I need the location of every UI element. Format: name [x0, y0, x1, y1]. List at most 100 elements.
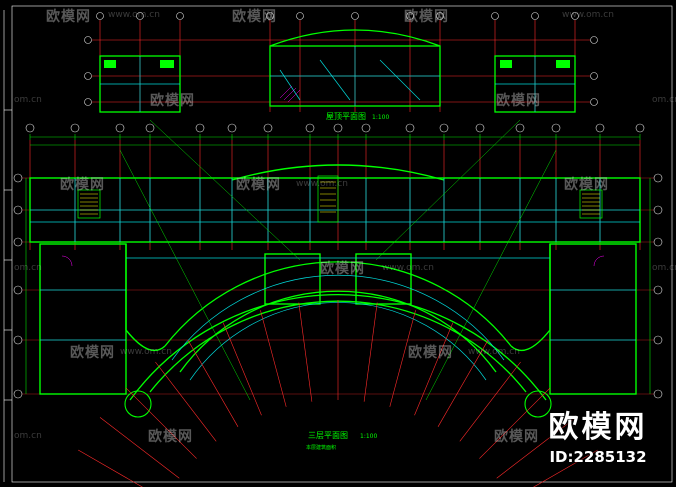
radial-axis-line — [99, 417, 180, 479]
axis-bubble — [361, 123, 371, 133]
axis-bubble — [653, 237, 663, 247]
watermark-logo: 欧模网 — [320, 261, 365, 277]
axis-bubble — [296, 12, 304, 20]
axis-bubble — [590, 36, 598, 44]
watermark-logo: 欧模网 — [46, 9, 91, 25]
roof-plan — [99, 29, 576, 113]
floor-plan-scale: 1:100 — [360, 433, 377, 440]
watermark-logo: 欧模网 — [150, 93, 195, 109]
axis-bubble — [531, 12, 539, 20]
roof-plan-title: 屋顶平面图 — [326, 112, 366, 121]
axis-bubble — [653, 205, 663, 215]
axis-bubble — [13, 237, 23, 247]
axis-bubble — [195, 123, 205, 133]
axis-bubble — [405, 123, 415, 133]
radial-axis-line — [78, 449, 143, 487]
axis-bubble — [590, 98, 598, 106]
radial-axis-line — [363, 302, 378, 402]
axis-bubble — [13, 205, 23, 215]
axis-bubble — [13, 335, 23, 345]
axis-bubble — [351, 12, 359, 20]
watermark-site: www.om.cn — [562, 10, 614, 20]
axis-bubble — [263, 123, 273, 133]
floor-plan-title: 三层平面图 — [308, 431, 348, 440]
floor-plan-note: 本层建筑面积 — [306, 444, 336, 451]
radial-axis-line — [125, 387, 197, 459]
watermark-logo: 欧模网 — [148, 429, 193, 445]
radial-axis-line — [496, 417, 577, 479]
watermark-logo: 欧模网 — [232, 9, 277, 25]
construction-line — [119, 149, 251, 401]
axis-bubble — [653, 173, 663, 183]
axis-bubble — [13, 285, 23, 295]
axis-bubble — [25, 123, 35, 133]
axis-bubble — [13, 389, 23, 399]
axis-bubble — [84, 98, 92, 106]
axis-bubble — [595, 123, 605, 133]
axis-bubble — [136, 12, 144, 20]
watermark-logo: 欧模网 — [496, 93, 541, 109]
watermark-site: om.cn — [14, 95, 42, 105]
watermark-logo: 欧模网 — [60, 177, 105, 193]
axis-bubble — [436, 12, 444, 20]
watermark-logo: 欧模网 — [408, 345, 453, 361]
radial-axis-line — [155, 361, 217, 442]
axis-bubble — [266, 12, 274, 20]
radial-axis-line — [479, 387, 551, 459]
watermark-site: www.om.cn — [296, 179, 348, 189]
axis-bubbles — [13, 12, 663, 399]
watermark-site: www.om.cn — [382, 263, 434, 273]
axis-bubble — [227, 123, 237, 133]
radial-axis-line — [459, 361, 521, 442]
watermark-site: om.cn — [652, 95, 676, 105]
axis-bubble — [551, 123, 561, 133]
axis-bubble — [406, 12, 414, 20]
watermark-site: www.om.cn — [108, 10, 160, 20]
construction-line — [375, 119, 521, 261]
axis-bubble — [571, 12, 579, 20]
watermark-site: om.cn — [652, 263, 676, 273]
axis-bubble — [333, 123, 343, 133]
radial-axis-line — [414, 322, 454, 416]
axis-bubble — [84, 72, 92, 80]
construction-line — [425, 149, 557, 401]
watermark-logo: 欧模网 — [236, 177, 281, 193]
brand-name: 欧模网 — [548, 410, 648, 445]
radial-axis-line — [533, 449, 598, 487]
axis-bubble — [491, 12, 499, 20]
radial-axis-line — [437, 340, 489, 427]
axis-bubble — [635, 123, 645, 133]
axis-bubble — [515, 123, 525, 133]
sheet-frame — [3, 5, 673, 483]
axis-bubble — [653, 389, 663, 399]
watermark-site: om.cn — [14, 431, 42, 441]
watermark-logo: 欧模网 — [494, 429, 539, 445]
construction-line — [149, 119, 301, 261]
dimension-lines — [25, 134, 651, 394]
axis-bubble — [653, 285, 663, 295]
axis-bubble — [145, 123, 155, 133]
watermark-logo: 欧模网 — [404, 9, 449, 25]
radial-axis-line — [298, 302, 313, 402]
axis-bubble — [475, 123, 485, 133]
radial-axis-lines — [78, 119, 598, 487]
roof-plan-scale: 1:100 — [372, 114, 389, 121]
radial-axis-line — [187, 340, 239, 427]
brand-stamp: 欧模网 ID:2285132 — [542, 411, 654, 467]
watermark-logo: 欧模网 — [564, 177, 609, 193]
brand-id: ID:2285132 — [549, 448, 647, 466]
axis-bubble — [70, 123, 80, 133]
axis-bubble — [115, 123, 125, 133]
axis-bubble — [96, 12, 104, 20]
radial-axis-line — [222, 322, 262, 416]
axis-bubble — [13, 173, 23, 183]
radial-axis-line — [389, 310, 416, 407]
radial-axis-line — [260, 310, 287, 407]
watermark-site: om.cn — [14, 263, 42, 273]
axis-bubble — [590, 72, 598, 80]
axis-bubble — [439, 123, 449, 133]
watermark-site: www.om.cn — [468, 347, 520, 357]
axis-bubble — [84, 36, 92, 44]
axis-bubble — [176, 12, 184, 20]
axis-bubble — [653, 335, 663, 345]
